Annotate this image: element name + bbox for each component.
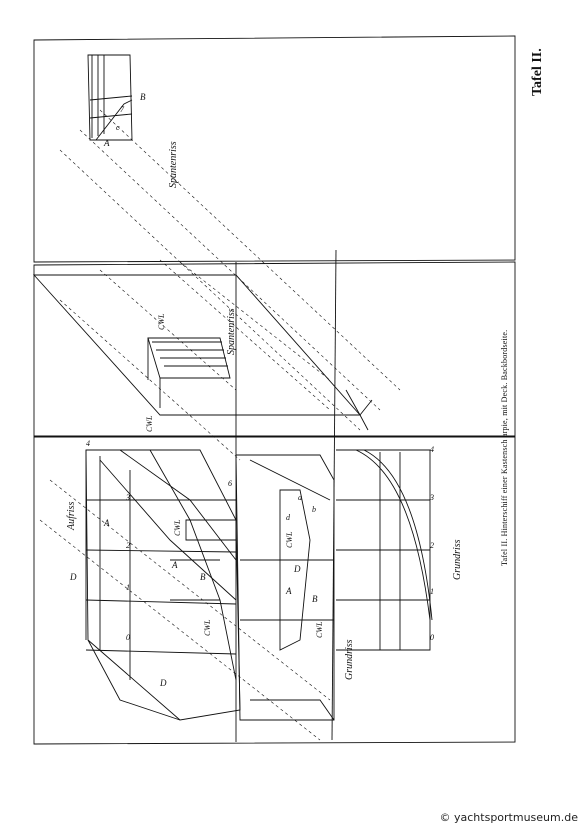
label-D-3: D (293, 564, 301, 574)
label-CWL-4: CWL (203, 619, 212, 636)
tick-2-a: 2 (126, 541, 130, 550)
middle-box (147, 337, 231, 379)
tick-1-b: 1 (430, 587, 434, 596)
label-A-3: A (285, 586, 292, 596)
label-A-top: A (103, 138, 110, 148)
label-D-2: D (159, 678, 167, 688)
tick-6: 6 (228, 479, 232, 488)
tick-7: 7 (120, 105, 125, 114)
label-D-1: D (69, 572, 77, 582)
label-b: b (312, 505, 316, 514)
frame-bottom-sheet (33, 436, 516, 745)
label-CWL-5: CWL (315, 621, 324, 638)
label-A-2: A (171, 560, 178, 570)
label-a: a (298, 493, 302, 502)
label-CWL-2: CWL (173, 519, 182, 536)
label-B-1: B (200, 572, 206, 582)
watermark: © yachtsportmuseum.de (439, 811, 578, 824)
frame-middle-sheet (33, 261, 516, 437)
tick-4-a: 4 (86, 439, 90, 448)
tick-0-b: 0 (430, 633, 434, 642)
spantenriss-top-label: Spantenriss (168, 141, 179, 188)
label-CWL-3: CWL (285, 531, 294, 548)
plate-title: Tafel II. (530, 48, 545, 96)
label-c: c (116, 123, 120, 132)
frame-top-sheet (33, 35, 516, 263)
tick-3-a: 3 (125, 493, 130, 502)
label-A-1: A (103, 518, 110, 528)
grundriss-left-label: Grundriss (344, 639, 355, 680)
label-d: d (286, 513, 291, 522)
grundriss-perspective (235, 454, 335, 721)
plate-caption: Tafel II. Hinterschiff einer Kastensch a… (500, 329, 509, 566)
spantenriss-plane (32, 274, 361, 416)
top-detail-box (87, 54, 133, 141)
tick-4-b: 4 (430, 445, 434, 454)
tick-0-a: 0 (126, 633, 130, 642)
label-CWL-1: CWL (145, 415, 154, 432)
label-B-top: B (140, 92, 146, 102)
tick-1-a: 1 (126, 583, 130, 592)
tick-2-b: 2 (430, 541, 434, 550)
label-CWL-6: CWL (157, 313, 166, 330)
spantenriss-middle-label: Spantenriss (226, 308, 237, 355)
tick-3-b: 3 (429, 493, 434, 502)
label-B-2: B (312, 594, 318, 604)
aufriss-label: Aufriss (66, 502, 77, 531)
grundriss-right-label: Grundriss (452, 539, 463, 580)
